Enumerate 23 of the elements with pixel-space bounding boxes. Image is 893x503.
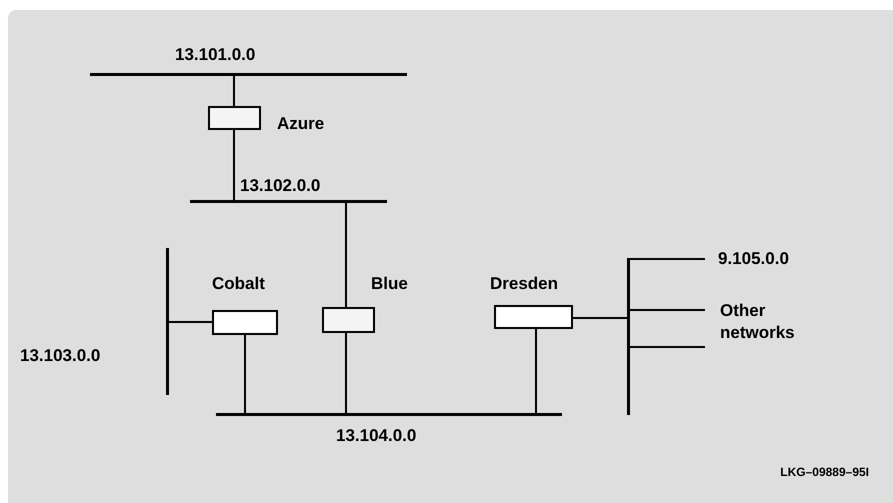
network-label: Other networks [705,300,805,350]
network-link [630,258,705,260]
network-link [535,329,537,413]
network-address: 13.102.0.0 [240,176,320,196]
router-name: Blue [371,274,408,294]
network-address: 13.101.0.0 [175,45,256,65]
network-link [169,321,212,323]
network-address: 13.104.0.0 [336,426,416,446]
network-label: 9.105.0.0 [705,248,805,270]
network-link [233,130,235,200]
router-name: Dresden [490,274,558,294]
network-link [233,76,235,106]
network-link [244,335,246,413]
network-link [345,333,347,413]
network-address: 13.103.0.0 [20,346,100,366]
figure-number: LKG–09889–95I [780,465,869,479]
network-link [630,346,705,348]
network-bus-line [627,258,630,415]
router-name: Cobalt [212,274,265,294]
network-link [345,203,347,307]
network-link [573,317,627,319]
network-link [630,309,705,311]
router-name: Azure [277,114,324,134]
